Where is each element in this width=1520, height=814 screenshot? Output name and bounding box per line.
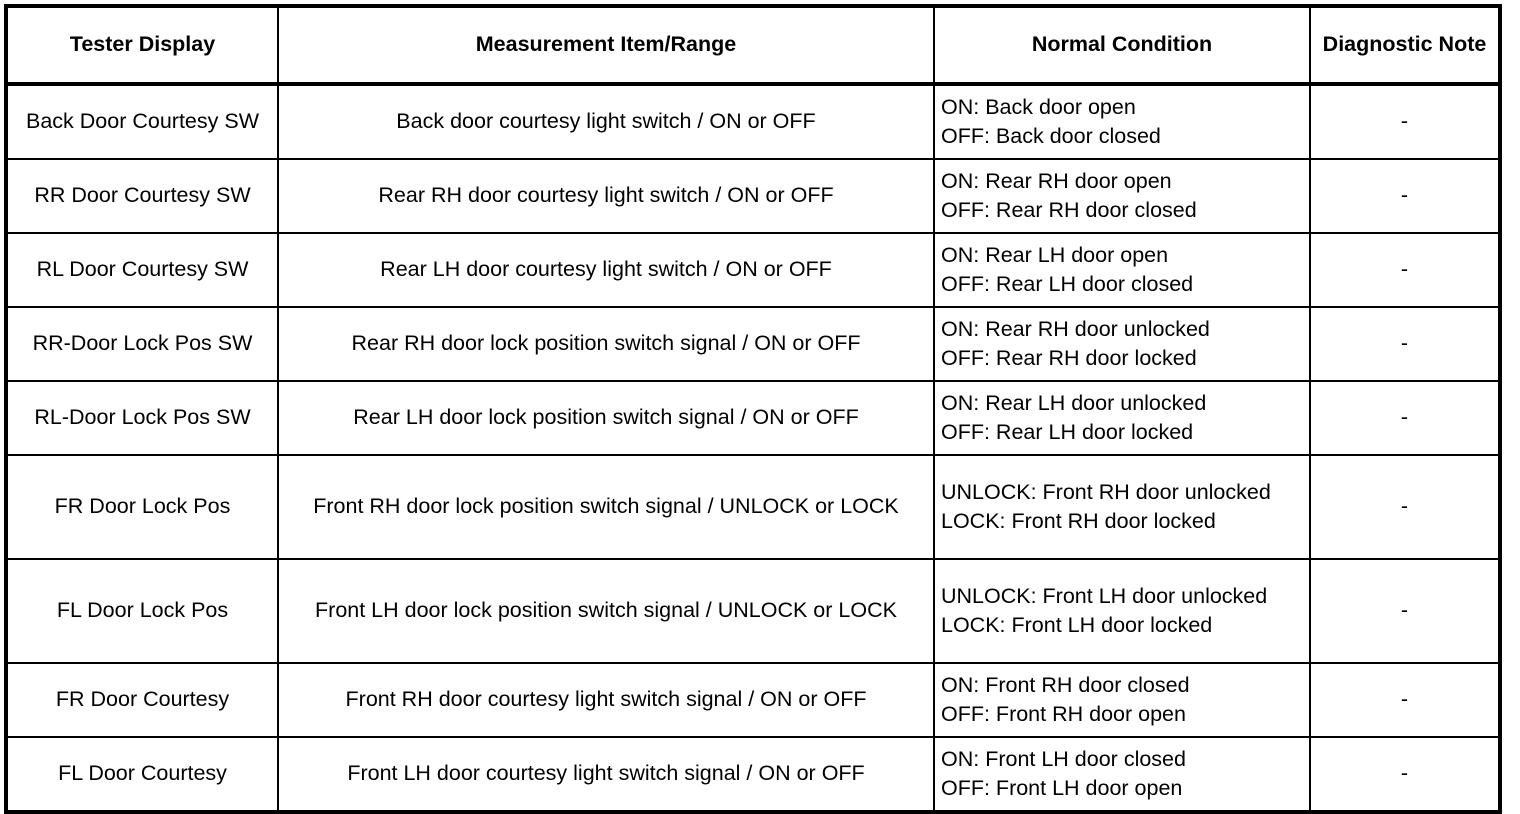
- header-diagnostic-note: Diagnostic Note: [1309, 5, 1501, 86]
- cell-tester-display: FL Door Lock Pos: [5, 558, 279, 664]
- cell-measurement-item-range: Front RH door lock position switch signa…: [277, 454, 935, 560]
- spec-table-container: Tester Display Measurement Item/Range No…: [4, 4, 1502, 814]
- cell-tester-display: FR Door Lock Pos: [5, 454, 279, 560]
- cell-tester-display: RL Door Courtesy SW: [5, 232, 279, 308]
- cell-diagnostic-note: -: [1309, 558, 1501, 664]
- cell-measurement-item-range: Rear LH door lock position switch signal…: [277, 380, 935, 456]
- cell-measurement-item-range: Rear RH door lock position switch signal…: [277, 306, 935, 382]
- header-normal-condition: Normal Condition: [933, 5, 1311, 86]
- cell-diagnostic-note: -: [1309, 454, 1501, 560]
- cell-diagnostic-note: -: [1309, 380, 1501, 456]
- normal-condition-line: ON: Back door open: [941, 94, 1136, 119]
- normal-condition-line: OFF: Front LH door open: [941, 776, 1183, 800]
- header-measurement-item-range: Measurement Item/Range: [277, 5, 935, 86]
- cell-tester-display: Back Door Courtesy SW: [5, 83, 279, 160]
- normal-condition-line: OFF: Front RH door open: [941, 702, 1186, 726]
- normal-condition-line: ON: Front LH door closed: [941, 746, 1186, 771]
- normal-condition-line: OFF: Rear RH door closed: [941, 198, 1197, 222]
- normal-condition-line: UNLOCK: Front RH door unlocked: [941, 479, 1271, 504]
- normal-condition-line: UNLOCK: Front LH door unlocked: [941, 583, 1268, 608]
- cell-tester-display: RR Door Courtesy SW: [5, 158, 279, 234]
- tester-display-spec-table: Tester Display Measurement Item/Range No…: [4, 4, 1502, 814]
- cell-diagnostic-note: -: [1309, 158, 1501, 234]
- normal-condition-line: OFF: Back door closed: [941, 124, 1161, 148]
- normal-condition-line: LOCK: Front LH door locked: [941, 613, 1213, 637]
- normal-condition-line: OFF: Rear LH door closed: [941, 272, 1194, 296]
- cell-measurement-item-range: Rear LH door courtesy light switch / ON …: [277, 232, 935, 308]
- cell-diagnostic-note: -: [1309, 83, 1501, 160]
- normal-condition-line: OFF: Rear LH door locked: [941, 420, 1194, 444]
- cell-tester-display: FR Door Courtesy: [5, 662, 279, 738]
- cell-tester-display: RR-Door Lock Pos SW: [5, 306, 279, 382]
- cell-diagnostic-note: -: [1309, 306, 1501, 382]
- table-header: Tester Display Measurement Item/Range No…: [5, 5, 1501, 86]
- normal-condition-line: ON: Rear LH door open: [941, 242, 1169, 267]
- cell-diagnostic-note: -: [1309, 662, 1501, 738]
- cell-measurement-item-range: Front LH door lock position switch signa…: [277, 558, 935, 664]
- cell-measurement-item-range: Back door courtesy light switch / ON or …: [277, 83, 935, 160]
- cell-measurement-item-range: Front LH door courtesy light switch sign…: [277, 736, 935, 813]
- normal-condition-line: ON: Rear LH door unlocked: [941, 390, 1207, 415]
- cell-measurement-item-range: Rear RH door courtesy light switch / ON …: [277, 158, 935, 234]
- table-header-row: Tester Display Measurement Item/Range No…: [5, 5, 1501, 86]
- cell-tester-display: RL-Door Lock Pos SW: [5, 380, 279, 456]
- normal-condition-line: ON: Rear RH door unlocked: [941, 316, 1210, 341]
- normal-condition-line: LOCK: Front RH door locked: [941, 509, 1216, 533]
- header-tester-display: Tester Display: [5, 5, 279, 86]
- cell-diagnostic-note: -: [1309, 736, 1501, 813]
- normal-condition-line: ON: Rear RH door open: [941, 168, 1172, 193]
- cell-tester-display: FL Door Courtesy: [5, 736, 279, 813]
- normal-condition-line: ON: Front RH door closed: [941, 672, 1190, 697]
- normal-condition-line: OFF: Rear RH door locked: [941, 346, 1197, 370]
- cell-diagnostic-note: -: [1309, 232, 1501, 308]
- cell-measurement-item-range: Front RH door courtesy light switch sign…: [277, 662, 935, 738]
